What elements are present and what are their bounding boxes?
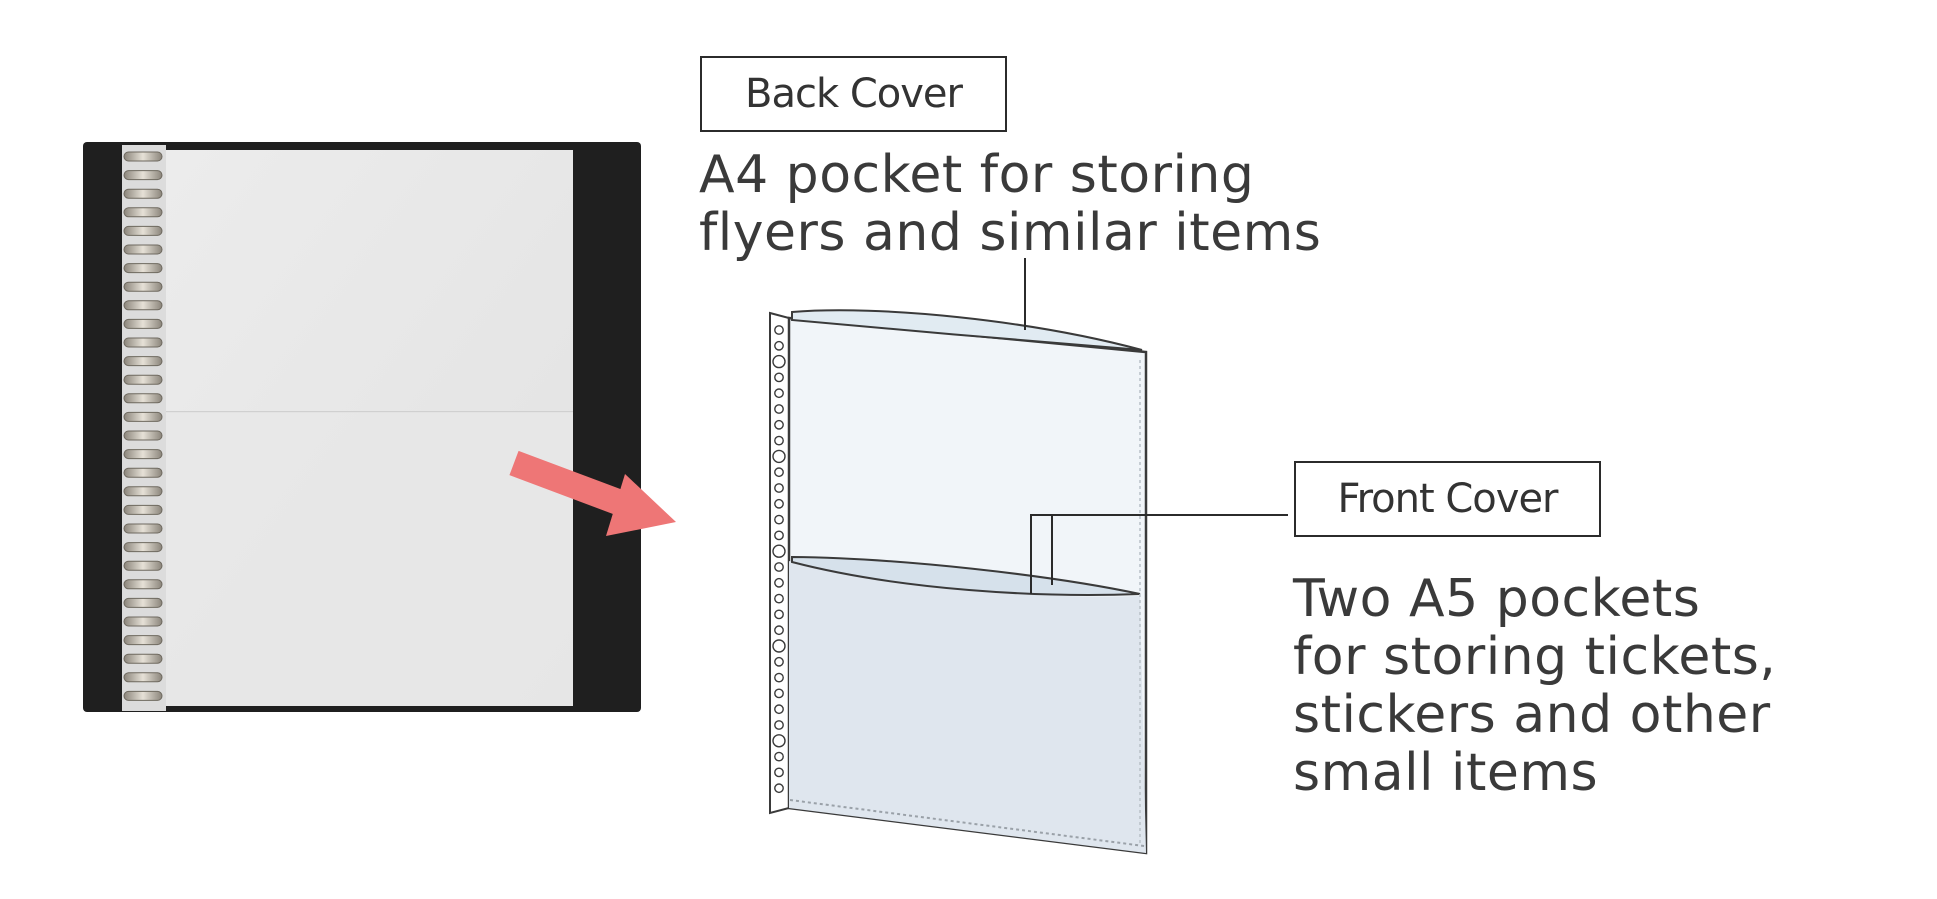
binder-ring [123,597,163,608]
binder-ring [123,411,163,422]
binder-ring [123,672,163,683]
back-cover-description-line: flyers and similar items [699,203,1322,263]
sleeve-hole [772,639,786,653]
sleeve-hole [774,325,784,335]
back-cover-description: A4 pocket for storing flyers and similar… [699,146,1321,262]
binder-ring [123,635,163,646]
sleeve-hole [774,467,784,478]
sleeve-hole [774,609,784,620]
sleeve-hole [774,404,784,414]
binder-photo [83,142,641,712]
binder-ring [123,467,163,478]
sleeve-hole [772,544,786,558]
binder-ring [123,542,163,553]
binder-ring [123,616,163,627]
sleeve-hole [774,419,784,430]
front-cover-leader-line [1030,514,1288,594]
binder-ring [123,151,163,162]
sleeve-hole [772,449,786,464]
sleeve-hole [774,704,784,715]
binder-ring [123,244,163,255]
binder-ring [123,449,163,460]
binder-ring [123,263,163,274]
binder-ring [123,281,163,292]
binder-ring [123,690,163,701]
arrow-icon [509,450,676,536]
sleeve-hole [772,354,786,369]
sleeve-hole [774,388,784,399]
binder-ring [123,393,163,404]
sleeve-hole [774,483,784,493]
binder-ring [123,560,163,571]
binder-ring [123,504,163,515]
binder-ring [123,486,163,497]
front-cover-description-line: for storing tickets, [1293,627,1777,687]
sleeve-hole [774,751,784,762]
binder-ring [123,337,163,348]
sleeve-hole [774,593,784,604]
sleeve-hole [774,625,784,636]
sleeve-hole [774,656,784,667]
binder-ring [123,374,163,385]
binder-ring [123,188,163,199]
binder-ring [123,300,163,311]
front-cover-description-line: small items [1293,743,1599,803]
sleeve-hole [774,767,784,778]
sleeve-hole [774,577,784,588]
sleeve-top-pocket-opening [791,309,1143,351]
sleeve-hole [774,340,784,351]
refill-sleeve-diagram [769,309,1148,855]
binder-ring [123,170,163,181]
sleeve-hole [774,720,784,730]
binder-ring [123,207,163,218]
binder-ring [123,318,163,329]
sleeve-lower-pocket [789,561,1146,853]
binder-lower-pocket [165,412,573,706]
binder-ring [123,579,163,590]
back-cover-description-line: A4 pocket for storing [699,145,1255,205]
sleeve-hole [774,372,784,383]
sleeve-hole [774,688,784,699]
front-cover-label: Front Cover [1294,461,1601,537]
sleeve-holes [772,325,786,794]
sleeve-hole [774,783,784,794]
binder-rings [123,151,163,701]
sleeve-hole [772,734,786,748]
sleeve-hole [774,530,784,541]
front-cover-description: Two A5 pockets for storing tickets, stic… [1293,570,1776,802]
sleeve-hole [774,498,784,509]
binder-ring [123,430,163,441]
sleeve-hole [774,672,784,683]
binder-ring [123,523,163,534]
sleeve-hole [774,435,784,446]
front-cover-description-line: Two A5 pockets [1293,569,1701,629]
front-cover-description-line: stickers and other [1293,685,1771,745]
back-cover-label: Back Cover [700,56,1007,132]
sleeve-hole [774,514,784,525]
binder-ring [123,356,163,367]
sleeve-hole [774,562,784,572]
binder-ring [123,653,163,664]
binder-ring [123,225,163,236]
